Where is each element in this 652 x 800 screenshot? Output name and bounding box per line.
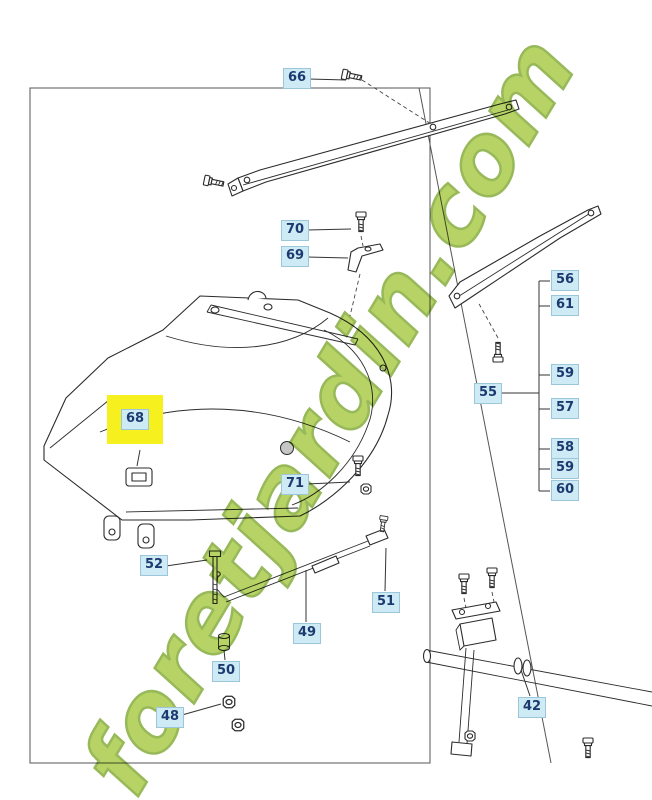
pin-51 xyxy=(377,515,389,533)
nut-48b xyxy=(231,718,245,732)
part-label-69[interactable]: 69 xyxy=(281,246,310,267)
part-label-56[interactable]: 56 xyxy=(551,270,580,291)
side-support-bracket xyxy=(448,205,602,363)
part-label-57[interactable]: 57 xyxy=(551,398,580,419)
bolt-top-left xyxy=(202,174,225,190)
rod-49-group xyxy=(215,515,389,603)
part-label-55[interactable]: 55 xyxy=(474,383,503,404)
panel-border xyxy=(29,87,552,764)
part-label-42[interactable]: 42 xyxy=(518,697,547,718)
part-label-52[interactable]: 52 xyxy=(140,555,169,576)
bolt-66 xyxy=(340,68,363,84)
nut-48a xyxy=(222,695,236,709)
part-label-68[interactable]: 68 xyxy=(121,409,150,430)
fender-assembly xyxy=(43,290,393,549)
nut-42 xyxy=(464,730,476,742)
part-label-49[interactable]: 49 xyxy=(293,623,322,644)
label-connector-lines xyxy=(538,280,550,492)
part-label-60[interactable]: 60 xyxy=(551,480,580,501)
part-label-50[interactable]: 50 xyxy=(212,661,241,682)
bolt-70 xyxy=(355,211,367,233)
bolt-71-group xyxy=(352,455,372,495)
leader-lines xyxy=(136,78,539,716)
part-label-70[interactable]: 70 xyxy=(281,220,310,241)
part-label-48[interactable]: 48 xyxy=(156,707,185,728)
bolt-70-and-bracket-69 xyxy=(347,211,384,317)
clevis-51 xyxy=(365,528,389,546)
part-label-59b[interactable]: 59 xyxy=(551,458,580,479)
nuts-48 xyxy=(222,695,245,732)
part-label-71[interactable]: 71 xyxy=(281,474,310,495)
part-label-59a[interactable]: 59 xyxy=(551,364,580,385)
bolt-52 xyxy=(208,550,222,605)
bolt-42c xyxy=(582,737,594,759)
nut-71 xyxy=(360,483,372,495)
bolt-42b xyxy=(486,567,498,589)
part-label-61[interactable]: 61 xyxy=(551,295,580,316)
bolt-42a xyxy=(458,573,470,595)
spacer-50 xyxy=(217,632,231,652)
top-support-bracket xyxy=(202,68,520,197)
axle-assembly-42 xyxy=(422,567,652,759)
part-label-58[interactable]: 58 xyxy=(551,438,580,459)
part-label-66[interactable]: 66 xyxy=(283,68,312,89)
bolt-55 xyxy=(492,341,504,363)
part-label-51[interactable]: 51 xyxy=(372,592,401,613)
